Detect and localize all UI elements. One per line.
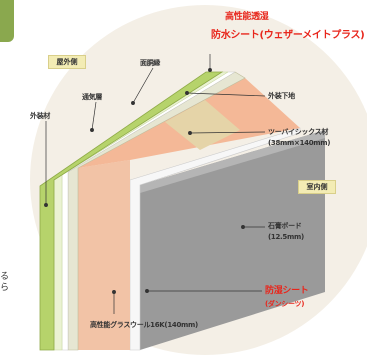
- vapor-sheet-label: 防湿シート: [265, 286, 309, 296]
- vapor-sheet-sub-label: (ダンシーツ): [265, 300, 305, 308]
- two-by-six-label: ツーバイシックス材: [268, 128, 329, 136]
- fire-block-label: 面胴縁: [140, 59, 161, 67]
- two-by-six-size-label: (38mm×140mm): [268, 139, 331, 147]
- stud-strip: [165, 100, 240, 150]
- gypsum-board-label: 石膏ボード: [268, 222, 302, 230]
- outdoor-side-box: 屋外側: [48, 55, 86, 69]
- exterior-cladding: [39, 71, 224, 351]
- gypsum-board-face: [140, 130, 325, 350]
- exterior-material-label: 外装材: [30, 112, 51, 120]
- gypsum-thickness-label: (12.5mm): [268, 233, 304, 241]
- insulation-front: [78, 160, 130, 350]
- exterior-base-label: 外装下地: [268, 92, 295, 100]
- title-line1: 高性能透湿: [225, 12, 269, 22]
- side-tab: [0, 0, 14, 42]
- insulation-label: 高性能グラスウール16K(140mm): [90, 321, 198, 329]
- indoor-side-box: 室内側: [298, 180, 336, 194]
- title-line2: 防水シート(ウェザーメイトプラス): [211, 30, 365, 41]
- cropped-edge-text: るら: [0, 272, 10, 293]
- ventilation-layer-label: 通気層: [82, 93, 103, 101]
